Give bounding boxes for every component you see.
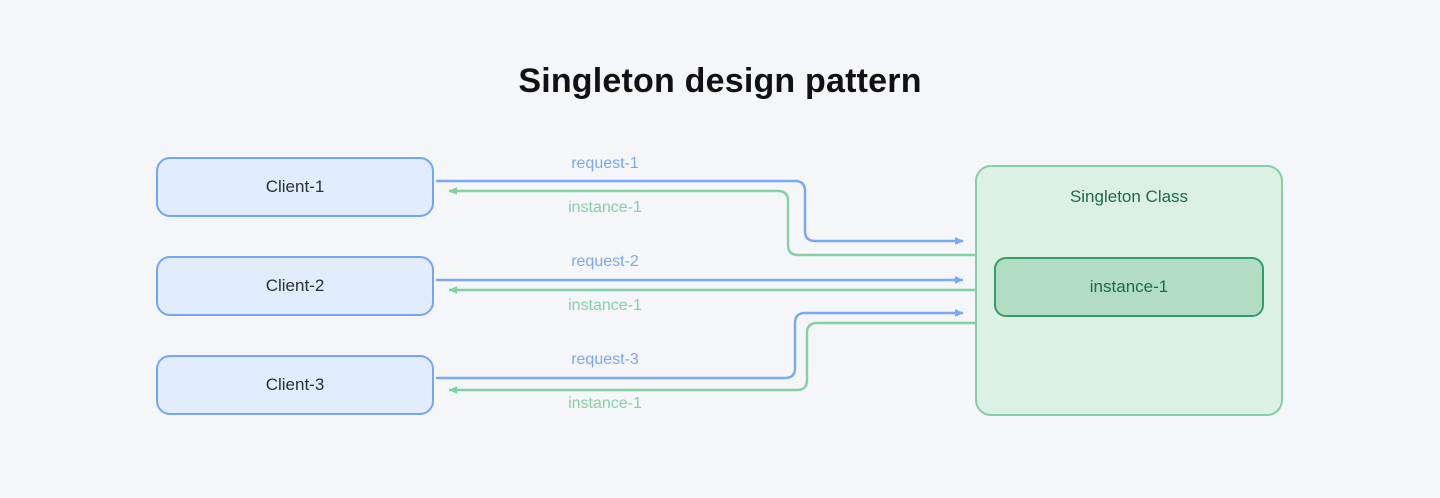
wire-request-1 (436, 179, 964, 245)
edge-label-response-3: instance-1 (568, 395, 642, 412)
client-label-1: Client-1 (265, 177, 325, 196)
wire-response-3 (448, 321, 975, 394)
edge-label-response-2: instance-1 (568, 297, 642, 314)
singleton-instance-label: instance-1 (1089, 277, 1169, 296)
client-box-2[interactable]: Client-2 (156, 256, 434, 316)
edge-label-response-1: instance-1 (568, 199, 642, 216)
client-label-2: Client-2 (265, 276, 325, 295)
edge-label-request-1: request-1 (571, 155, 639, 172)
singleton-class-box[interactable]: Singleton Class instance-1 (975, 165, 1283, 416)
page-title: Singleton design pattern (518, 62, 922, 100)
wire-response-1 (448, 187, 975, 257)
singleton-class-label: Singleton Class (1069, 187, 1189, 206)
client-box-3[interactable]: Client-3 (156, 355, 434, 415)
client-label-3: Client-3 (265, 375, 325, 394)
client-box-1[interactable]: Client-1 (156, 157, 434, 217)
wire-request-3 (436, 309, 964, 380)
edge-label-request-3: request-3 (571, 351, 639, 368)
singleton-instance-box[interactable]: instance-1 (994, 257, 1264, 317)
edge-label-request-2: request-2 (571, 253, 639, 270)
